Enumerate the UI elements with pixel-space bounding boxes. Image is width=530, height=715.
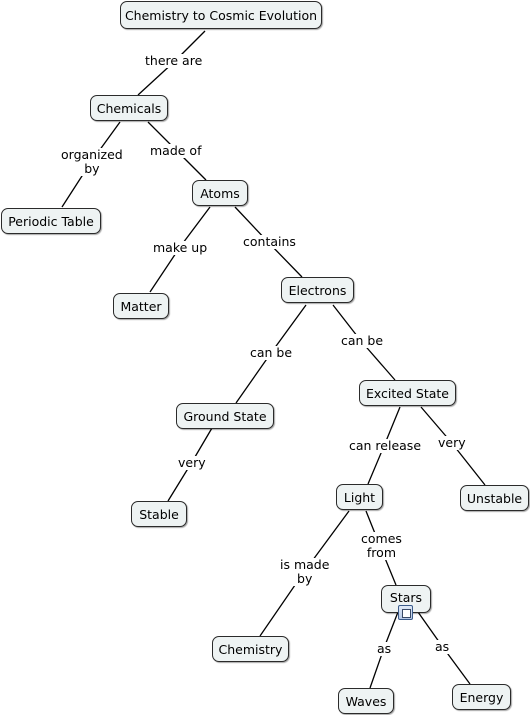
link-label-as-waves: as (376, 641, 393, 656)
concept-atoms[interactable]: Atoms (192, 180, 248, 206)
link-label-can-be-excited: can be (340, 333, 385, 348)
concept-chemistry-to-cosmic-evolution[interactable]: Chemistry to Cosmic Evolution (120, 1, 322, 29)
link-label-make-up: make up (152, 240, 209, 255)
link-label-is-made-by: is made by (279, 557, 331, 586)
link-label-very-unstable: very (437, 435, 467, 450)
concept-excited-state[interactable]: Excited State (359, 380, 456, 406)
concept-ground-state[interactable]: Ground State (176, 403, 274, 429)
link-label-made-of: made of (149, 143, 203, 158)
concept-light[interactable]: Light (336, 484, 383, 510)
concept-electrons[interactable]: Electrons (281, 277, 354, 303)
concept-waves[interactable]: Waves (338, 688, 394, 714)
concept-matter[interactable]: Matter (113, 293, 169, 319)
connector-can-be-ground-state (235, 352, 272, 404)
link-label-organized-by: organized by (60, 147, 124, 176)
link-label-can-release: can release (348, 438, 423, 453)
link-label-comes-from: comes from (360, 531, 403, 560)
concept-energy[interactable]: Energy (452, 684, 511, 710)
concept-periodic-table[interactable]: Periodic Table (1, 208, 101, 234)
link-label-very-stable: very (177, 455, 207, 470)
connector-electrons-can-be-ground (270, 304, 307, 354)
concept-unstable[interactable]: Unstable (460, 485, 529, 511)
concept-stable[interactable]: Stable (131, 501, 187, 527)
connector-atoms-make-up (179, 206, 211, 248)
concept-stars[interactable]: Stars (381, 585, 431, 613)
link-label-contains: contains (242, 234, 297, 249)
link-label-there-are: there are (144, 53, 204, 68)
resource-icon[interactable] (398, 605, 413, 620)
link-label-can-be-ground: can be (249, 345, 294, 360)
link-label-as-energy: as (434, 639, 451, 654)
concept-chemistry[interactable]: Chemistry (212, 636, 289, 662)
concept-chemicals[interactable]: Chemicals (90, 95, 168, 121)
